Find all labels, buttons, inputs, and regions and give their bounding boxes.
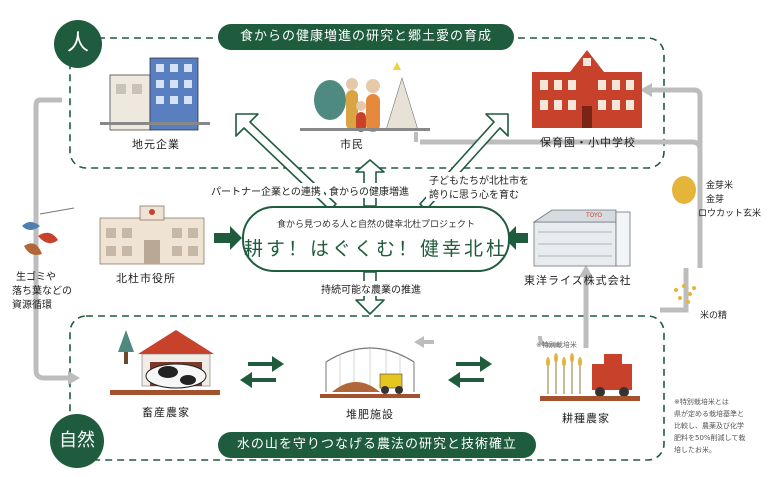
resource-label-1: 生ゴミや [16, 272, 56, 283]
toyo-rice-label: 東洋ライス株式会社 [524, 274, 632, 287]
special-rice-tag: ※特別栽培米 [536, 341, 577, 349]
toyo-sign: TOYO [586, 212, 603, 219]
rice-essence-label: 米の精 [700, 311, 728, 321]
rice-label-2: 金芽 [706, 195, 725, 205]
compost-facility-label: 堆肥施設 [346, 408, 394, 421]
rice-label-1: 金芽米 [706, 181, 734, 191]
pride-label-2: 誇りに思う心を育む [426, 186, 522, 201]
footnote: ※特別栽培米とは 県が定める栽培基準と 比較し、農薬及び化学 肥料を50%削減し… [674, 396, 745, 456]
nature-circle: 自然 [50, 414, 104, 468]
rice-label-3: ロウカット玄米 [698, 209, 762, 219]
center-project: 食から見つめる人と自然の健幸北杜プロジェクト 耕す！はぐくむ！健幸北杜 [242, 206, 510, 272]
partnership-label: パートナー企業との連携 [208, 183, 324, 198]
footnote-line: ※特別栽培米とは [674, 398, 729, 406]
health-label: 食からの健康増進 [326, 183, 412, 198]
schools-label: 保育園・小中学校 [540, 136, 636, 149]
bottom-banner: 水の山を守りつなげる農法の研究と技術確立 [218, 432, 536, 458]
top-banner: 食からの健康増進の研究と郷土愛の育成 [218, 24, 514, 50]
local-companies-label: 地元企業 [132, 138, 180, 151]
footnote-line: 県が定める栽培基準と [674, 410, 744, 418]
livestock-farmer-label: 畜産農家 [142, 406, 190, 419]
footnote-line: 比較し、農薬及び化学 [674, 422, 744, 430]
pride-label-1: 子どもたちが北杜市を [426, 172, 532, 187]
project-subtitle: 食から見つめる人と自然の健幸北杜プロジェクト [276, 220, 475, 230]
footnote-line: 培したお米。 [674, 446, 716, 454]
project-title: 耕す！はぐくむ！健幸北杜 [244, 238, 509, 260]
people-circle: 人 [54, 20, 102, 68]
resource-label-3: 資源循環 [12, 300, 52, 311]
footnote-line: 肥料を50%削減して栽 [674, 434, 746, 442]
citizens-label: 市民 [340, 138, 364, 151]
city-office-label: 北杜市役所 [116, 272, 176, 285]
sustainable-label: 持続可能な農業の推進 [318, 281, 424, 296]
resource-label-2: 落ち葉などの [12, 286, 72, 297]
crop-farmer-label: 耕種農家 [562, 412, 610, 425]
